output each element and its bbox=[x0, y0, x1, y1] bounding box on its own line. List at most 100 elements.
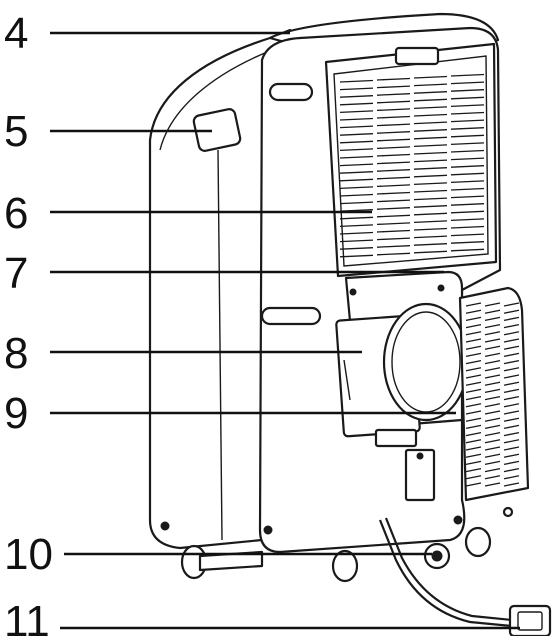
louvre-slat bbox=[376, 85, 411, 89]
louvre-slat bbox=[413, 113, 448, 117]
callout-11: 11 bbox=[4, 597, 50, 636]
louvre-slat bbox=[503, 345, 520, 350]
louvre-slat bbox=[465, 439, 482, 444]
louvre-slat bbox=[376, 131, 411, 134]
louvre-slat bbox=[465, 460, 482, 466]
louvre-slat bbox=[339, 102, 374, 106]
louvre-slat bbox=[339, 224, 374, 228]
louvre-slat bbox=[376, 100, 411, 104]
louvre-slat bbox=[465, 316, 482, 322]
louvre-slat bbox=[503, 388, 520, 394]
callout-9: 9 bbox=[4, 389, 28, 438]
louvre-slat bbox=[376, 161, 411, 165]
louvre-slat bbox=[339, 79, 374, 83]
louvre-slat bbox=[413, 83, 448, 87]
louvre-slat bbox=[484, 359, 501, 365]
louvre-slat bbox=[339, 254, 374, 258]
louvre-slat bbox=[450, 248, 485, 252]
louvre-slat bbox=[413, 75, 448, 79]
louvre-slat bbox=[465, 424, 482, 430]
louvre-slat bbox=[413, 235, 448, 239]
louvre-slat bbox=[376, 115, 411, 119]
louvre-slat bbox=[413, 91, 448, 94]
louvre-slat bbox=[450, 203, 485, 206]
louvre-slat bbox=[465, 367, 482, 372]
louvre-slat bbox=[465, 352, 482, 358]
louvre-slat bbox=[413, 136, 448, 140]
louvre-slat bbox=[465, 388, 482, 394]
louvre-slat bbox=[413, 189, 448, 193]
louvre-slat bbox=[376, 207, 411, 210]
louvre-slat bbox=[450, 73, 485, 77]
louvre-slat bbox=[376, 191, 411, 195]
louvre-slat bbox=[503, 374, 520, 379]
louvre-slat bbox=[503, 446, 520, 451]
louvre-slat bbox=[484, 439, 501, 444]
louvre-slat bbox=[503, 338, 520, 343]
louvre-slat bbox=[465, 453, 482, 458]
callout-7: 7 bbox=[4, 249, 28, 298]
louvre-slat bbox=[484, 352, 501, 358]
louvre-slat bbox=[450, 104, 485, 108]
louvre-slat bbox=[484, 482, 501, 487]
louvre-slat bbox=[503, 302, 520, 307]
louvre-slat bbox=[413, 129, 448, 132]
louvre-slat bbox=[413, 250, 448, 254]
louvre-slat bbox=[484, 460, 501, 466]
louvre-slat bbox=[484, 388, 501, 394]
louvre-slat bbox=[503, 331, 520, 336]
louvre-slat bbox=[503, 475, 520, 480]
louvre-slat bbox=[465, 446, 482, 451]
louvre-slat bbox=[339, 163, 374, 167]
power-plug bbox=[508, 604, 552, 636]
louvre-slat bbox=[376, 93, 411, 96]
louvre-slat bbox=[413, 106, 448, 110]
louvre-slat bbox=[450, 195, 485, 199]
louvre-slat bbox=[376, 184, 411, 188]
louvre-slat bbox=[484, 374, 501, 379]
louvre-slat bbox=[339, 95, 374, 98]
louvre-slat bbox=[450, 81, 485, 85]
louvre-slat bbox=[503, 453, 520, 458]
louvre-slat bbox=[339, 117, 374, 121]
lower-side-grille bbox=[458, 286, 530, 518]
louvre-slat bbox=[413, 212, 448, 216]
louvre-slat bbox=[376, 222, 411, 226]
louvre-slat bbox=[413, 243, 448, 246]
louvre-slat bbox=[484, 338, 501, 343]
louvre-slat bbox=[503, 424, 520, 430]
louvre-slat bbox=[484, 316, 501, 322]
louvre-slat bbox=[484, 331, 501, 336]
louvre-slat bbox=[376, 146, 411, 150]
louvre-slat bbox=[465, 374, 482, 379]
louvre-slat bbox=[503, 316, 520, 322]
louvre-slat bbox=[339, 140, 374, 144]
louvre-slat bbox=[450, 241, 485, 244]
louvre-slat bbox=[376, 176, 411, 180]
louvre-slat bbox=[465, 323, 482, 329]
power-cord bbox=[378, 517, 552, 636]
louvre-slat bbox=[484, 345, 501, 350]
louvre-slat bbox=[465, 475, 482, 480]
louvre-slat bbox=[450, 157, 485, 161]
upper-filter-louvres bbox=[339, 73, 485, 258]
louvre-slat bbox=[465, 403, 482, 408]
louvre-slat bbox=[465, 338, 482, 343]
louvre-slat bbox=[465, 467, 482, 473]
louvre-slat bbox=[450, 149, 485, 153]
louvre-slat bbox=[503, 352, 520, 358]
louvre-slat bbox=[339, 155, 374, 159]
louvre-slat bbox=[413, 227, 448, 231]
louvre-slat bbox=[376, 199, 411, 203]
louvre-slat bbox=[450, 111, 485, 115]
louvre-slat bbox=[450, 89, 485, 92]
upper-filter-grille bbox=[324, 42, 498, 278]
louvre-slat bbox=[484, 417, 501, 422]
louvre-slat bbox=[465, 410, 482, 415]
louvre-slat bbox=[413, 167, 448, 170]
louvre-slat bbox=[450, 127, 485, 130]
callout-10: 10 bbox=[4, 530, 53, 579]
louvre-slat bbox=[376, 169, 411, 172]
louvre-slat bbox=[413, 121, 448, 125]
